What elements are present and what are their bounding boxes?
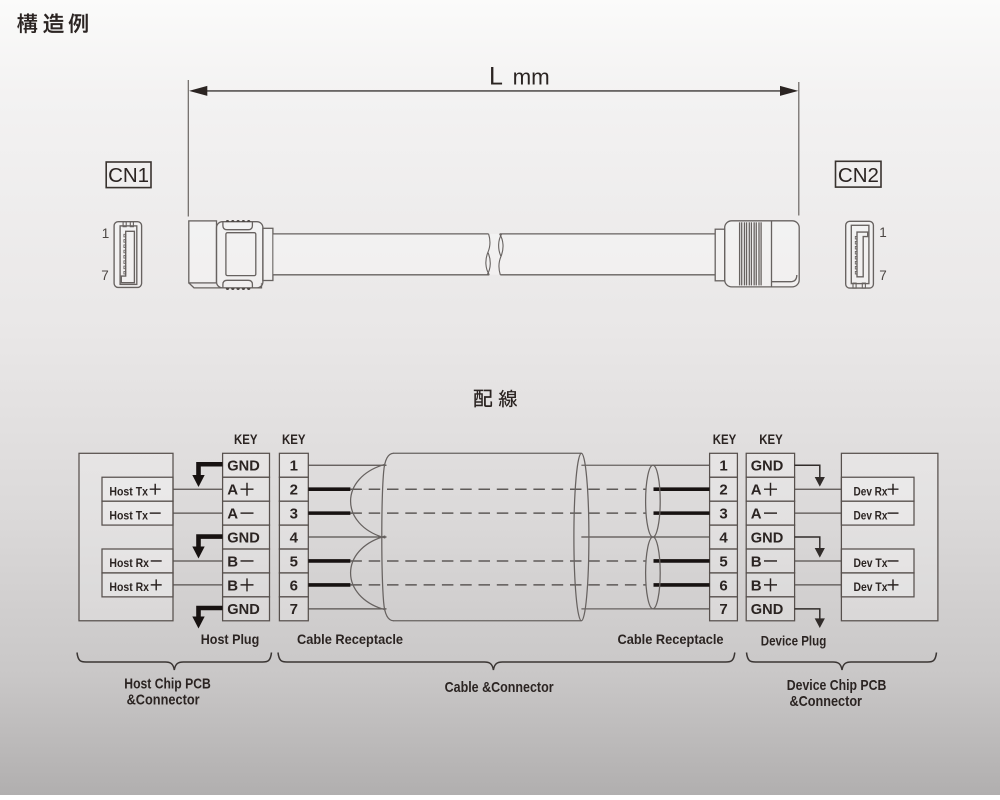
svg-text:Device Plug: Device Plug bbox=[761, 634, 827, 649]
svg-text:GND: GND bbox=[751, 458, 784, 475]
svg-text:KEY: KEY bbox=[234, 432, 258, 447]
svg-text:KEY: KEY bbox=[282, 432, 306, 447]
svg-text:1: 1 bbox=[102, 226, 110, 241]
svg-text:Cable &Connector: Cable &Connector bbox=[445, 679, 554, 696]
svg-text:A: A bbox=[227, 506, 238, 523]
svg-text:GND: GND bbox=[227, 529, 260, 546]
svg-text:Host Rx: Host Rx bbox=[109, 580, 149, 594]
svg-text:B: B bbox=[751, 577, 762, 594]
svg-text:Host Tx: Host Tx bbox=[109, 484, 148, 498]
svg-text:5: 5 bbox=[290, 553, 298, 570]
svg-text:GND: GND bbox=[227, 601, 260, 618]
svg-text:Dev Tx: Dev Tx bbox=[854, 556, 888, 570]
svg-text:2: 2 bbox=[290, 482, 298, 499]
svg-text:GND: GND bbox=[227, 458, 260, 475]
svg-text:7: 7 bbox=[879, 268, 887, 283]
svg-text:7: 7 bbox=[290, 601, 298, 618]
svg-text:GND: GND bbox=[751, 529, 784, 546]
svg-text:Cable Receptacle: Cable Receptacle bbox=[618, 632, 724, 647]
svg-text:4: 4 bbox=[290, 529, 299, 546]
svg-text:Dev Rx: Dev Rx bbox=[854, 484, 888, 498]
svg-text:Host Plug: Host Plug bbox=[201, 632, 260, 647]
svg-text:L: L bbox=[489, 62, 503, 90]
svg-text:Host Chip PCB: Host Chip PCB bbox=[124, 676, 211, 693]
svg-text:mm: mm bbox=[513, 64, 550, 89]
svg-text:1: 1 bbox=[879, 225, 887, 240]
svg-text:Host Rx: Host Rx bbox=[109, 556, 149, 570]
svg-text:B: B bbox=[227, 577, 238, 594]
svg-text:B: B bbox=[227, 553, 238, 570]
svg-text:&Connector: &Connector bbox=[127, 692, 200, 709]
svg-text:6: 6 bbox=[719, 577, 727, 594]
svg-text:KEY: KEY bbox=[759, 432, 783, 447]
svg-text:GND: GND bbox=[751, 601, 784, 618]
svg-text:4: 4 bbox=[719, 529, 728, 546]
svg-text:CN1: CN1 bbox=[108, 164, 149, 187]
svg-text:B: B bbox=[751, 553, 762, 570]
svg-text:Cable Receptacle: Cable Receptacle bbox=[297, 632, 403, 647]
svg-text:CN2: CN2 bbox=[838, 164, 879, 187]
svg-text:7: 7 bbox=[719, 601, 727, 618]
svg-text:A: A bbox=[227, 482, 238, 499]
svg-text:5: 5 bbox=[719, 553, 727, 570]
svg-text:3: 3 bbox=[719, 506, 727, 523]
svg-text:Dev Rx: Dev Rx bbox=[854, 508, 888, 522]
svg-text:7: 7 bbox=[101, 268, 109, 283]
svg-text:Dev Tx: Dev Tx bbox=[854, 580, 888, 594]
svg-text:3: 3 bbox=[290, 506, 298, 523]
svg-text:A: A bbox=[751, 482, 762, 499]
svg-text:A: A bbox=[751, 506, 762, 523]
svg-text:2: 2 bbox=[719, 482, 727, 499]
svg-text:1: 1 bbox=[290, 458, 298, 475]
svg-text:6: 6 bbox=[290, 577, 298, 594]
svg-text:&Connector: &Connector bbox=[790, 693, 863, 710]
svg-text:Device Chip PCB: Device Chip PCB bbox=[787, 677, 887, 694]
svg-text:Host Tx: Host Tx bbox=[109, 508, 148, 522]
svg-text:1: 1 bbox=[719, 458, 727, 475]
svg-text:KEY: KEY bbox=[713, 432, 737, 447]
